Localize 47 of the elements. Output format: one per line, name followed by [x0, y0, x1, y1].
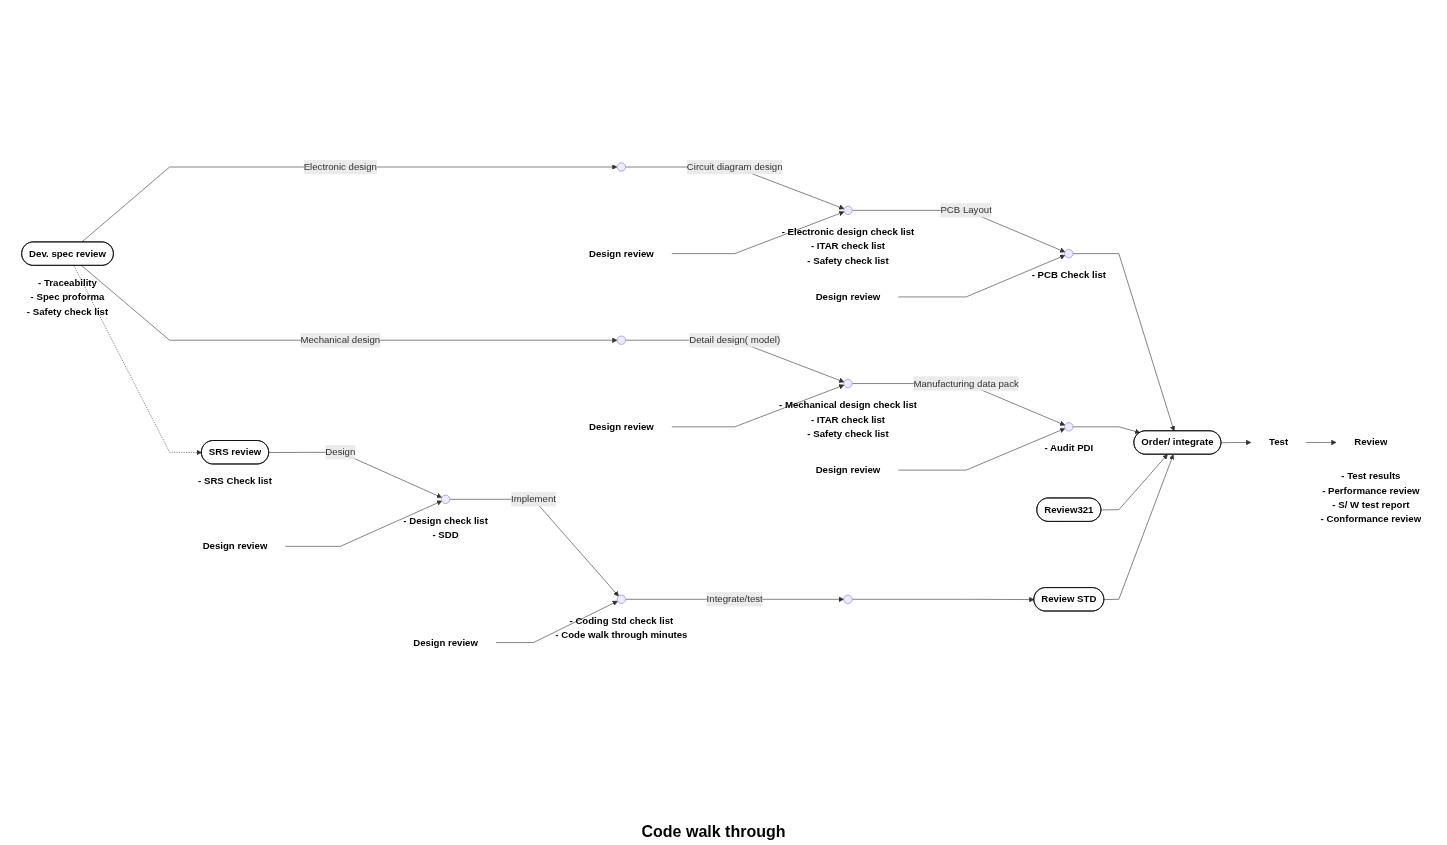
node-label: - Test results: [1340, 470, 1400, 482]
node-label: - Mechanical design check list: [778, 399, 917, 411]
node-label: - Traceability: [37, 277, 97, 288]
node-label: - Coding Std check list: [569, 615, 673, 626]
node-label: - Conformance review: [1320, 514, 1421, 525]
edge-label: Manufacturing data pack: [912, 378, 1019, 389]
node-label: - Audit PDI: [1043, 443, 1093, 454]
node-point: [843, 594, 852, 604]
node-text: Design review: [202, 541, 267, 552]
node-label: - S/ W test report: [1331, 499, 1409, 510]
node-label: - Performance review: [1321, 485, 1420, 496]
node-label: - Design check list: [402, 515, 488, 526]
edge-label: Mechanical design: [299, 334, 380, 346]
edge-label: Design: [324, 447, 355, 458]
node-label: - SRS Check list: [197, 476, 272, 487]
node-text: Test: [1268, 437, 1288, 448]
node-point: [616, 335, 626, 345]
node-label: - Code walk through minutes: [554, 630, 687, 641]
node-label: - SDD: [432, 530, 459, 541]
node-text: Design review: [588, 421, 654, 432]
node-point: [843, 379, 852, 389]
node-point: [616, 162, 626, 172]
node-text: Review: [1353, 437, 1387, 448]
node-label: - Safety check list: [806, 255, 889, 266]
node-text: Design review: [815, 464, 880, 476]
node-point: [616, 594, 626, 604]
node-point: [440, 494, 450, 504]
node-point: [1063, 422, 1073, 432]
node-text: Design review: [412, 637, 478, 648]
edge-label: PCB Layout: [939, 205, 992, 216]
node-point: [843, 206, 852, 215]
edge-label: Electronic design: [303, 161, 377, 173]
node-text: Design review: [815, 291, 880, 302]
node-label: - Safety check list: [26, 306, 108, 317]
edge-label: Implement: [510, 494, 556, 505]
node-point: [1063, 249, 1073, 259]
note-text: Code walk through: [641, 823, 786, 840]
node-label: - Safety check list: [806, 428, 889, 440]
node-label: - PCB Check list: [1031, 270, 1106, 281]
node-label: - Electronic design check list: [781, 226, 914, 237]
edge-label: Integrate/test: [706, 594, 763, 605]
edge-label: Detail design( model): [688, 334, 780, 346]
node-label: - Spec proforma: [30, 291, 104, 303]
edge-label: Circuit diagram design: [686, 161, 783, 173]
node-label: - ITAR check list: [810, 241, 885, 252]
node-text: Design review: [588, 248, 654, 259]
node-label: - ITAR check list: [810, 414, 885, 425]
